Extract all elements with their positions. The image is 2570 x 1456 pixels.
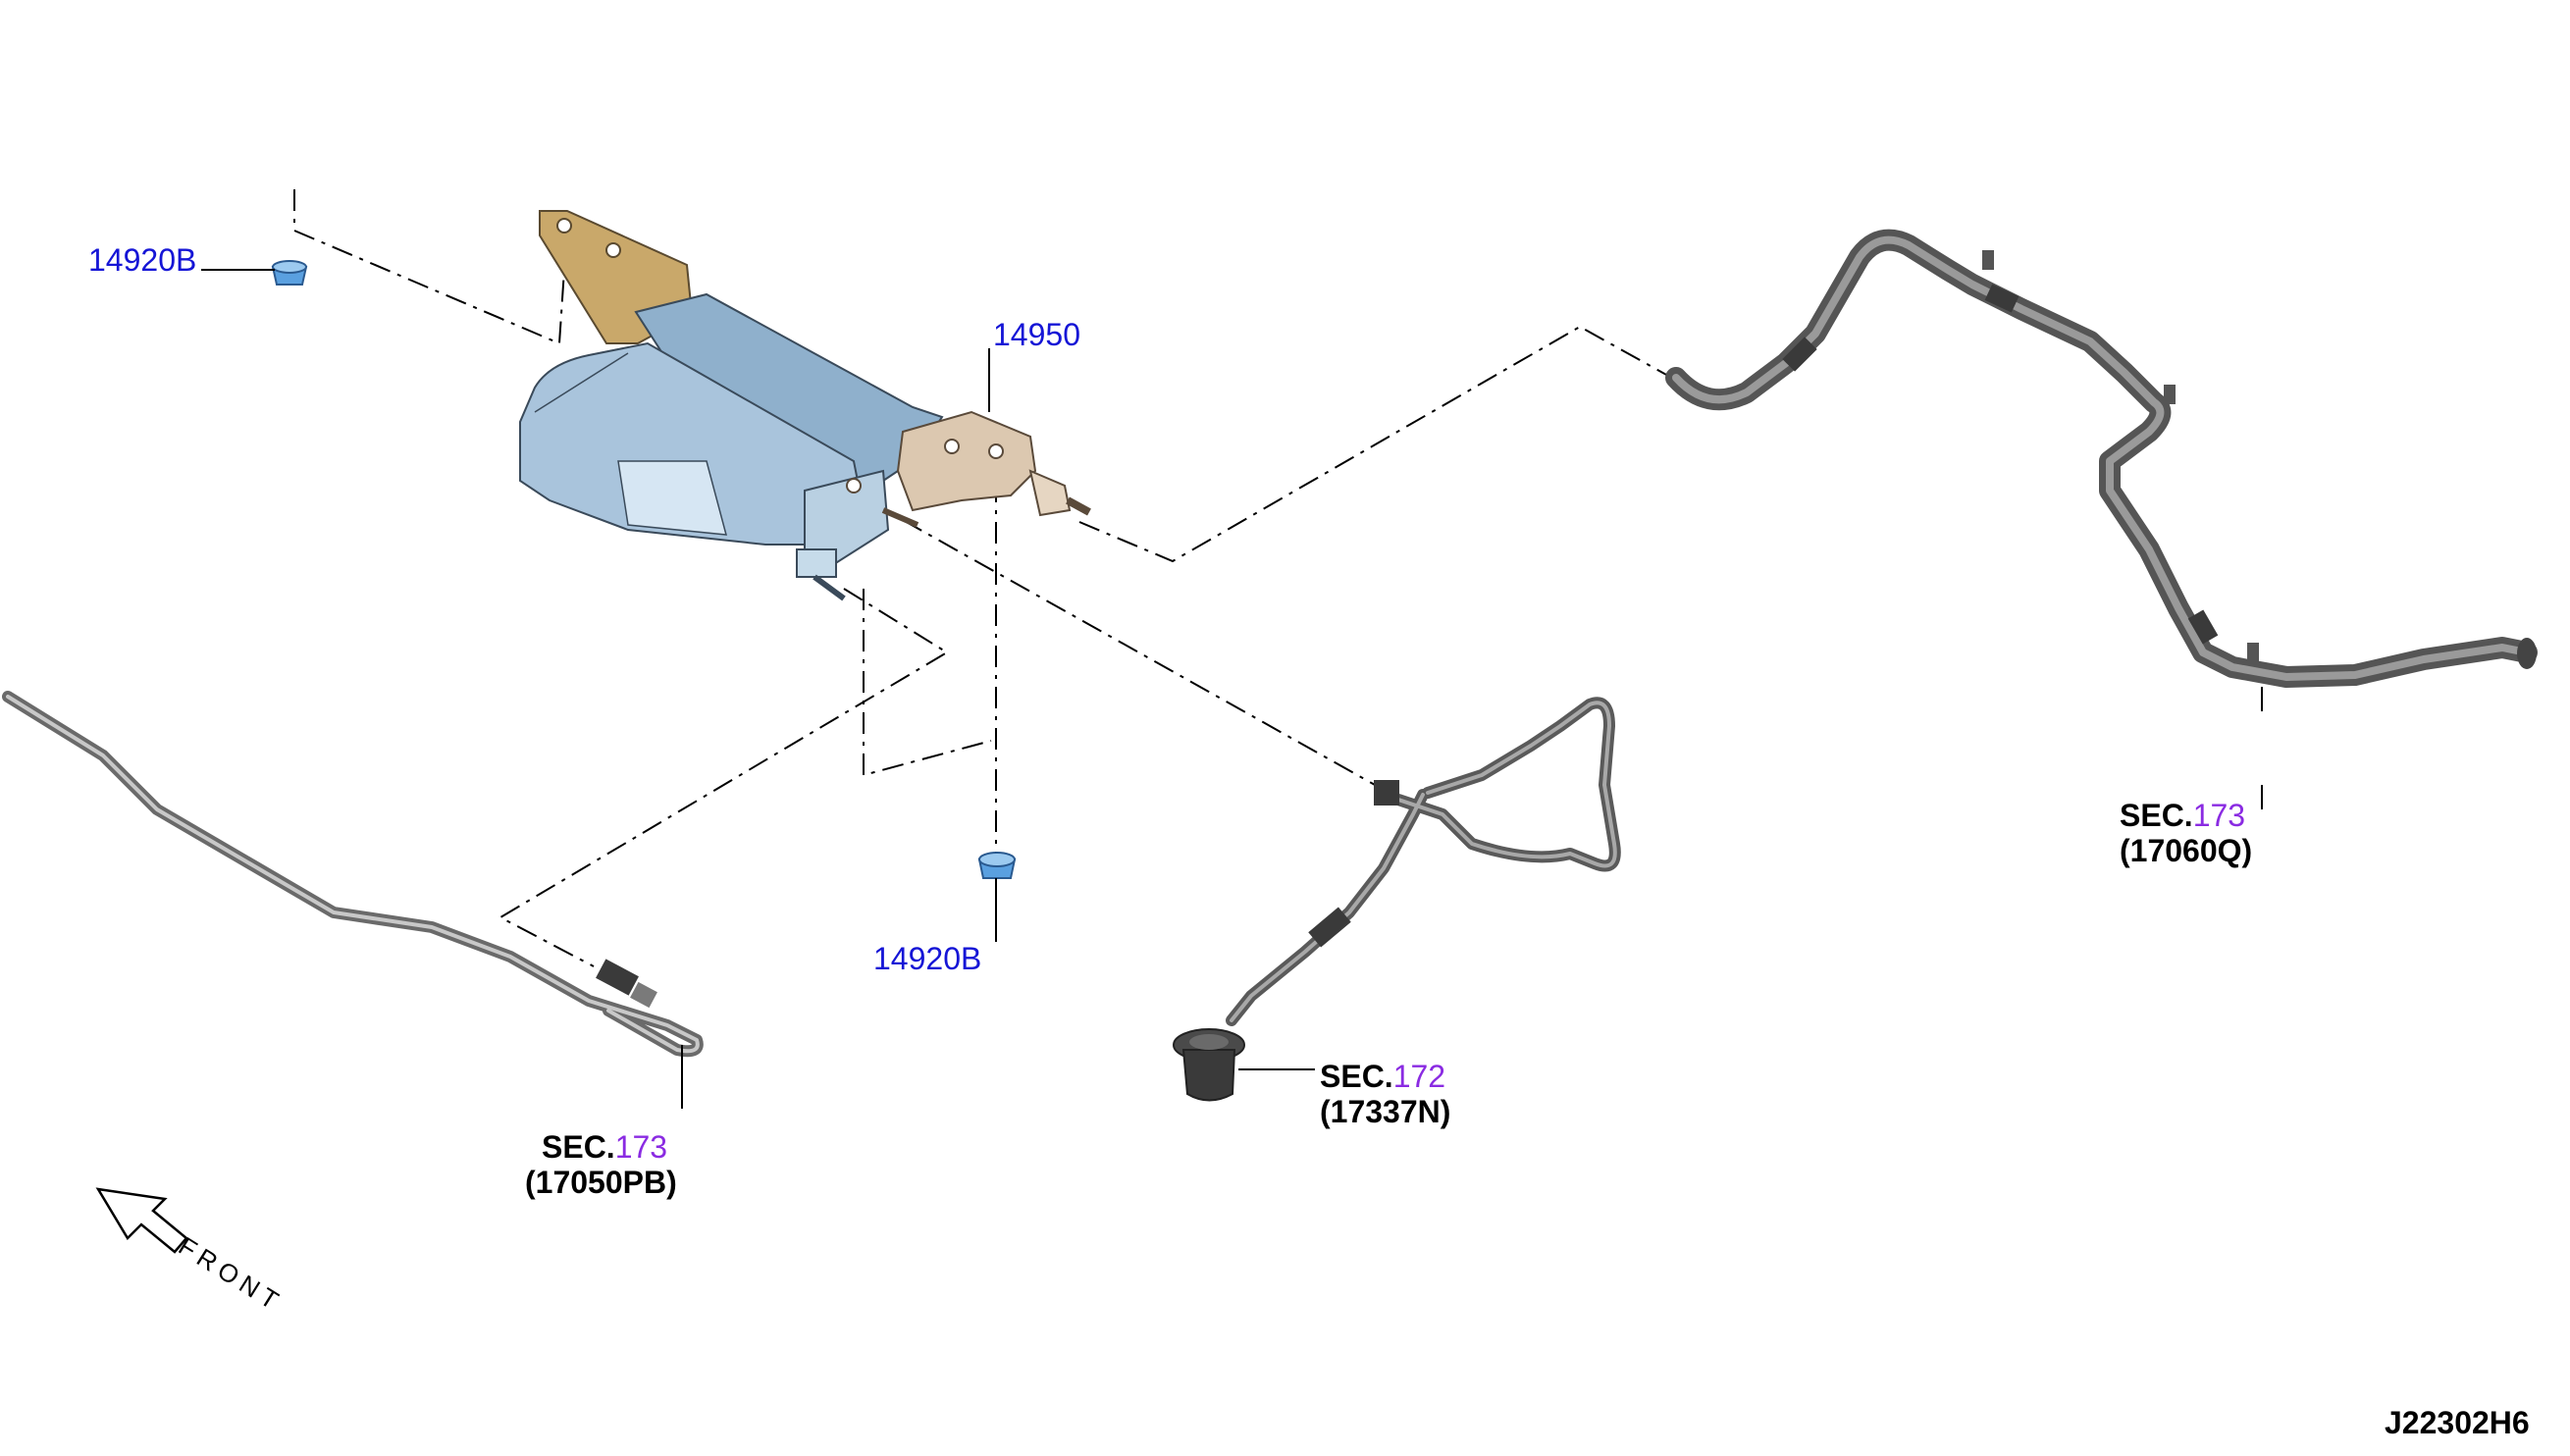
part-label-14920b-top: 14920B	[88, 242, 196, 278]
sec-mid-number: 172	[1393, 1059, 1445, 1094]
sec-left-prefix: SEC.	[542, 1129, 615, 1165]
part-label-14920b-bottom: 14920B	[873, 941, 981, 976]
left-tube	[2, 691, 704, 1058]
sec-right-number: 173	[2193, 798, 2245, 833]
sec-left-number: 173	[615, 1129, 667, 1165]
label-leaders	[201, 269, 2263, 1109]
right-hose	[1665, 229, 2538, 688]
front-arrow-icon	[95, 1187, 188, 1254]
front-label: FRONT	[174, 1231, 288, 1319]
sec-mid-part-number: (17337N)	[1320, 1094, 1450, 1129]
grommet-bottom	[977, 852, 1017, 879]
sec-label-right: SEC.173	[2120, 798, 2245, 833]
sec-label-middle: SEC.172	[1320, 1059, 1445, 1094]
diagram-code: J22302H6	[2385, 1405, 2530, 1440]
sec-right-prefix: SEC.	[2120, 798, 2193, 833]
dashed-guide-lines	[293, 189, 1669, 967]
evap-canister	[519, 210, 1091, 601]
sec-left-part-number: (17050PB)	[525, 1165, 677, 1200]
sec-mid-prefix: SEC.	[1320, 1059, 1393, 1094]
part-label-14950: 14950	[993, 317, 1080, 352]
sec-label-left: SEC.173	[542, 1129, 667, 1165]
sec-right-part-number: (17060Q)	[2120, 833, 2252, 868]
grommet-top	[271, 260, 308, 286]
drain-hose	[1173, 697, 1621, 1102]
